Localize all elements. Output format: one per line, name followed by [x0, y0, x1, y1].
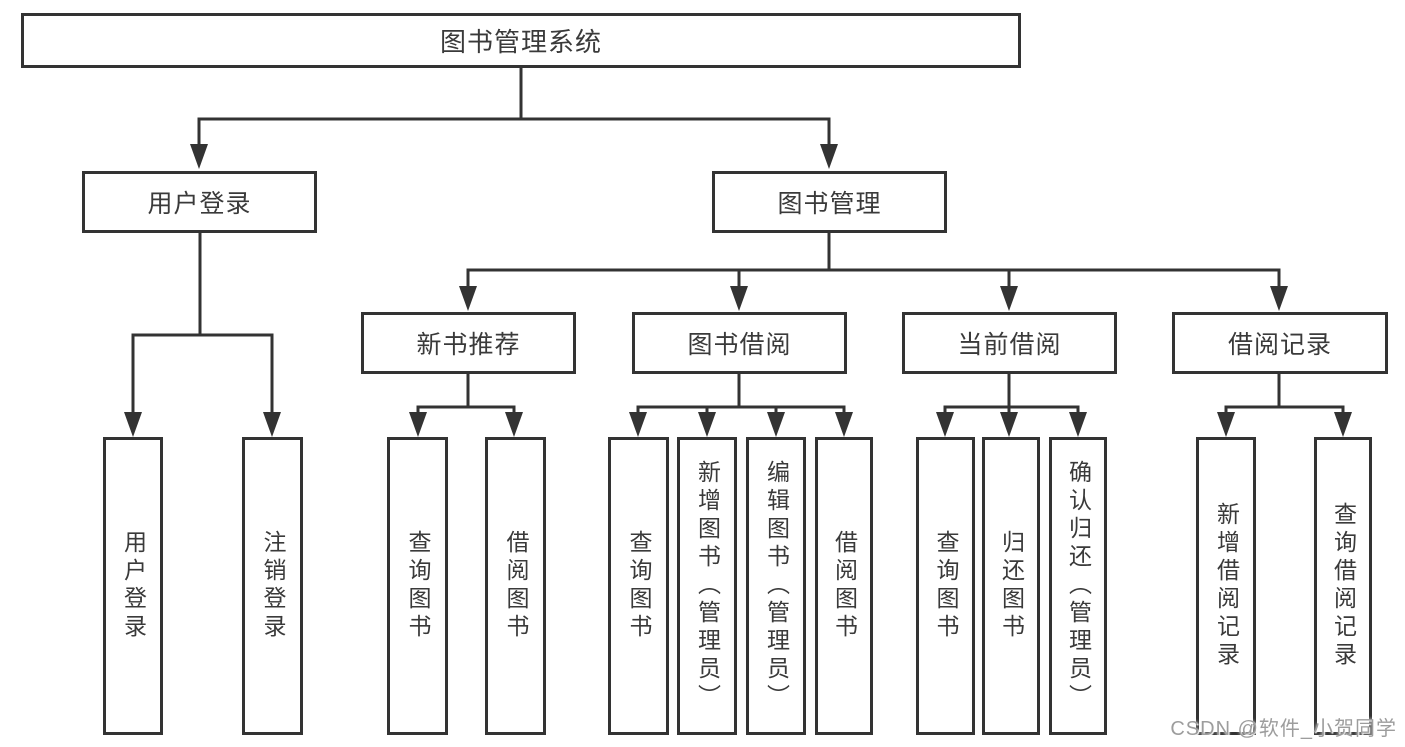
- node-label: 查询图书: [933, 530, 959, 642]
- arrowhead: [1270, 286, 1288, 311]
- node-label: 用户登录: [120, 530, 147, 642]
- leaf-query-books-borrowing: 查询图书: [608, 437, 669, 735]
- arrowhead: [698, 412, 716, 437]
- arrowhead: [459, 286, 477, 311]
- node-borrow-records: 借阅记录: [1172, 312, 1388, 374]
- node-book-borrowing: 图书借阅: [632, 312, 847, 374]
- leaf-query-borrow-record: 查询借阅记录: [1314, 437, 1372, 735]
- arrowhead: [1000, 286, 1018, 311]
- connector-root-to-level2: [197, 68, 831, 147]
- arrowhead: [190, 144, 208, 169]
- leaf-add-borrow-record: 新增借阅记录: [1196, 437, 1256, 735]
- connector-new-book-rec-to-leaves: [416, 374, 516, 413]
- leaf-logout: 注销登录: [242, 437, 303, 735]
- arrowheads: [124, 144, 1352, 437]
- connector-book-borrow-to-leaves: [636, 374, 846, 413]
- connector-book-mgmt-to-level3: [466, 233, 1281, 287]
- node-current-borrowing: 当前借阅: [902, 312, 1117, 374]
- arrowhead: [820, 144, 838, 169]
- node-label: 编辑图书（管理员）: [763, 460, 790, 712]
- leaf-confirm-return-admin: 确认归还（管理员）: [1049, 437, 1107, 735]
- node-label: 查询借阅记录: [1330, 502, 1357, 670]
- node-user-login: 用户登录: [82, 171, 317, 233]
- leaf-query-books-current: 查询图书: [916, 437, 975, 735]
- arrowhead: [124, 412, 142, 437]
- leaf-borrow-books: 借阅图书: [815, 437, 873, 735]
- arrowhead: [730, 286, 748, 311]
- node-new-book-recommend: 新书推荐: [361, 312, 576, 374]
- leaf-user-login: 用户登录: [103, 437, 163, 735]
- connector-user-login-to-leaves: [131, 233, 274, 413]
- node-label: 借阅图书: [831, 530, 858, 642]
- node-label: 注销登录: [260, 530, 286, 642]
- node-label: 新书推荐: [416, 331, 521, 359]
- leaf-borrow-books-recommend: 借阅图书: [485, 437, 546, 735]
- node-label: 当前借阅: [957, 331, 1062, 359]
- arrowhead: [409, 412, 427, 437]
- connector-borrow-record-to-leaves: [1224, 374, 1345, 413]
- node-book-management: 图书管理: [712, 171, 947, 233]
- connector-current-borrow-to-leaves: [943, 374, 1080, 413]
- leaf-edit-book-admin: 编辑图书（管理员）: [746, 437, 806, 735]
- arrowhead: [505, 412, 523, 437]
- arrowhead: [1069, 412, 1087, 437]
- node-library-system: 图书管理系统: [21, 13, 1021, 68]
- node-label: 新增借阅记录: [1213, 502, 1240, 670]
- node-label: 借阅记录: [1227, 331, 1332, 359]
- node-label: 图书借阅: [687, 331, 792, 359]
- arrowhead: [767, 412, 785, 437]
- arrowhead: [629, 412, 647, 437]
- node-label: 借阅图书: [503, 530, 529, 642]
- arrowhead: [1334, 412, 1352, 437]
- arrowhead: [263, 412, 281, 437]
- arrowhead: [936, 412, 954, 437]
- leaf-query-books-recommend: 查询图书: [387, 437, 448, 735]
- node-label: 归还图书: [998, 530, 1025, 642]
- node-label: 图书管理: [777, 190, 882, 218]
- leaf-add-book-admin: 新增图书（管理员）: [677, 437, 737, 735]
- node-label: 用户登录: [147, 190, 252, 218]
- node-label: 图书管理系统: [439, 27, 602, 57]
- node-label: 新增图书（管理员）: [694, 460, 721, 712]
- node-label: 查询图书: [626, 530, 652, 642]
- csdn-watermark: CSDN @软件_小贺同学: [1170, 718, 1397, 740]
- node-label: 确认归还（管理员）: [1065, 460, 1092, 712]
- arrowhead: [1000, 412, 1018, 437]
- arrowhead: [835, 412, 853, 437]
- node-label: 查询图书: [405, 530, 431, 642]
- arrowhead: [1217, 412, 1235, 437]
- leaf-return-books: 归还图书: [982, 437, 1040, 735]
